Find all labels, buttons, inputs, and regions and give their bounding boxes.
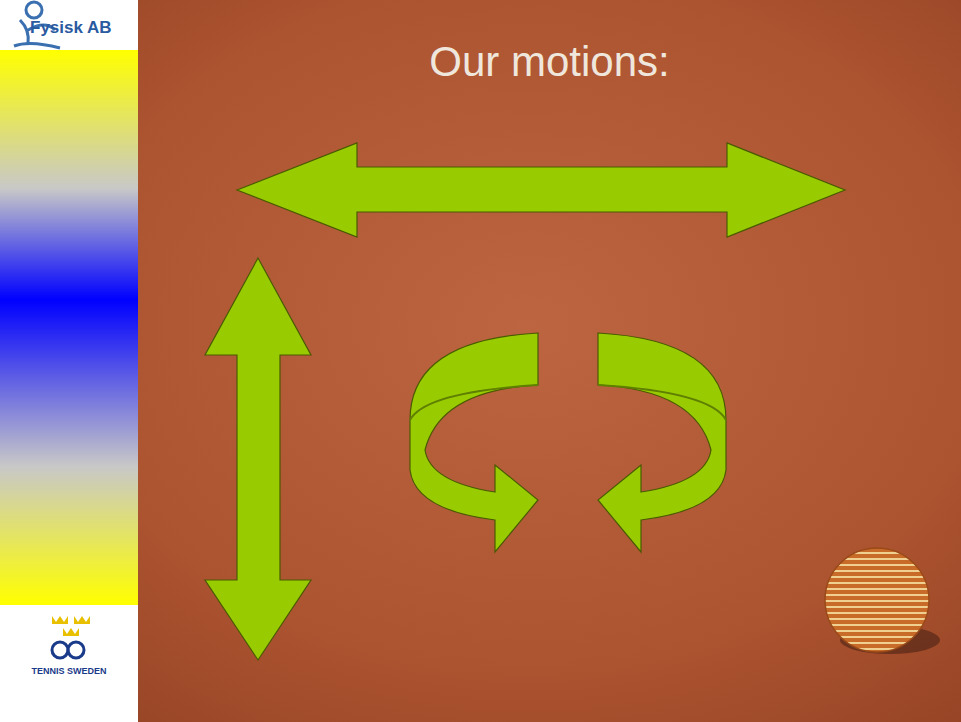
slide-title: Our motions: — [138, 38, 961, 86]
color-bar — [0, 50, 138, 605]
motion-arrows — [205, 143, 845, 660]
company-name: Fysisk AB — [30, 18, 112, 38]
tennis-ball — [825, 548, 929, 652]
tennis-sweden-logo — [52, 616, 90, 658]
sidebar — [0, 0, 138, 722]
federation-name: TENNIS SWEDEN — [0, 666, 138, 676]
